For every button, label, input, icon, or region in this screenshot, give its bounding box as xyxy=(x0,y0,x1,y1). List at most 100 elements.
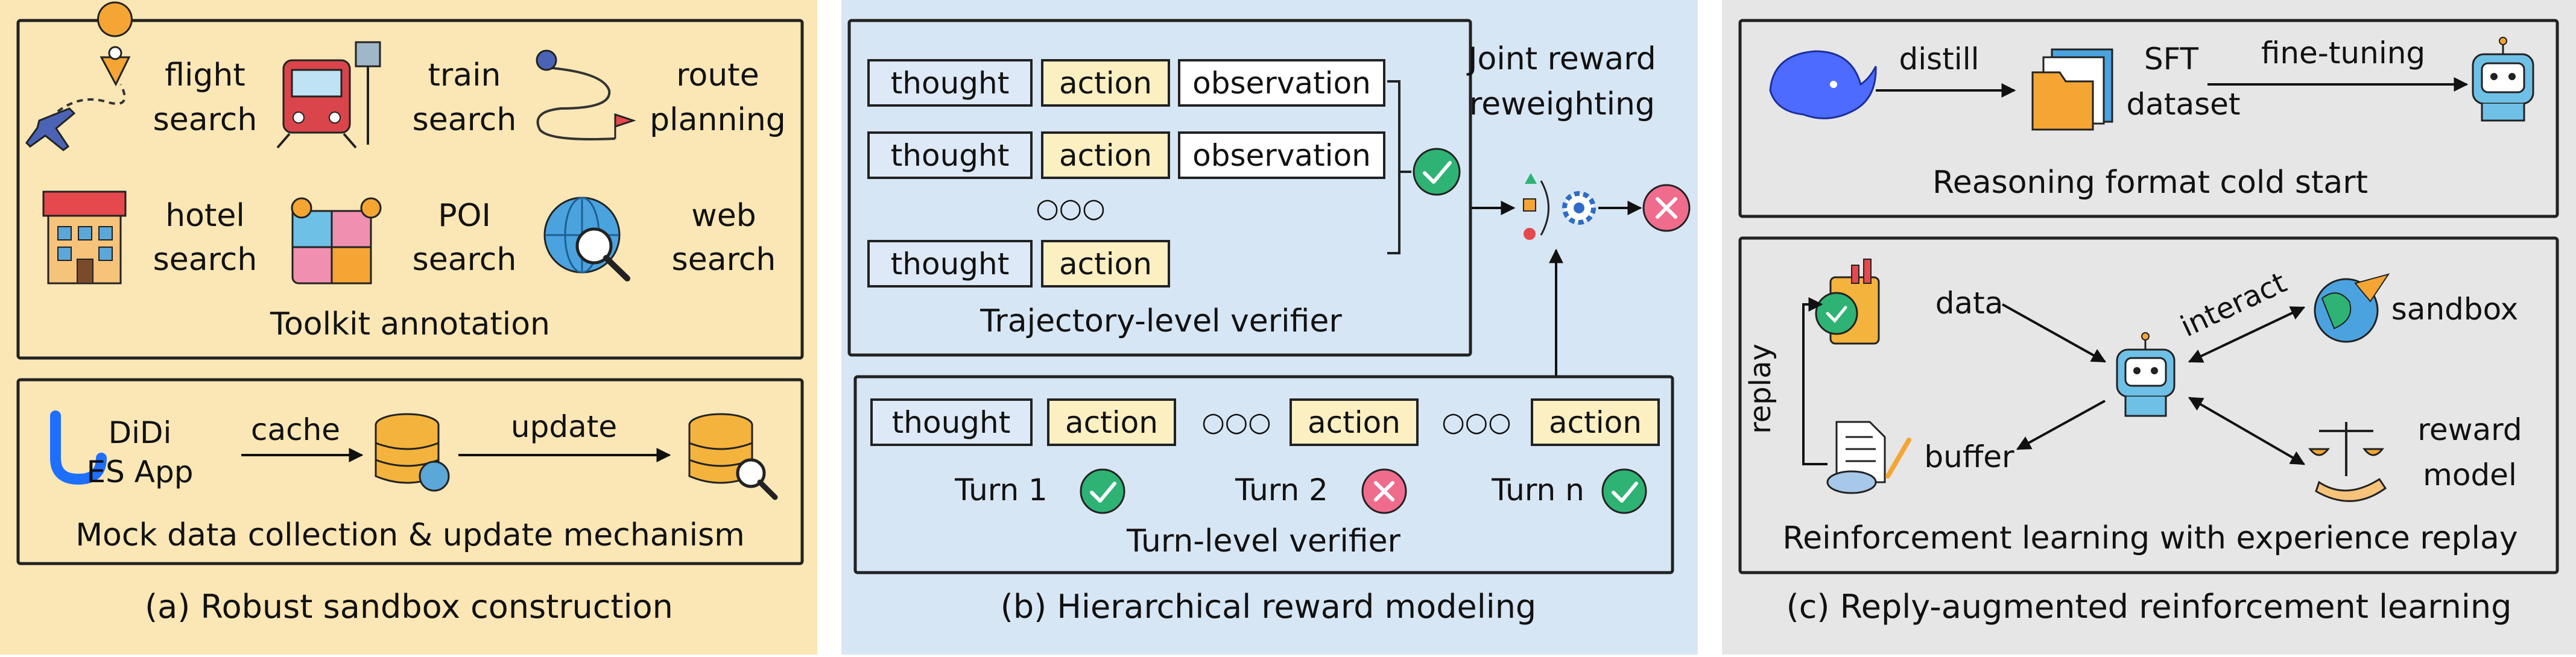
joint-reward-line2: reweighting xyxy=(1469,86,1655,122)
finetune-label: fine-tuning xyxy=(2261,36,2425,71)
tool-6-line2: search xyxy=(672,242,776,278)
panel-c-caption: (c) Reply-augmented reinforcement learni… xyxy=(1786,588,2512,626)
reward-model-line2: model xyxy=(2423,457,2517,492)
folder-dataset-icon xyxy=(2031,48,2113,131)
app-name-line2: ES App xyxy=(87,454,194,489)
trajectory-row2-action: action xyxy=(1059,138,1152,173)
mock-data-box xyxy=(16,378,804,565)
data-label: data xyxy=(1935,286,2004,321)
joint-reward-line1: Joint reward xyxy=(1466,41,1656,77)
trajectory-row2-action-box xyxy=(1041,131,1170,179)
tool-4-line1: hotel xyxy=(165,198,245,234)
turn-thought-box xyxy=(870,398,1033,446)
joint-cross-icon xyxy=(1642,184,1691,232)
trajectory-row2-observation-box xyxy=(1178,131,1385,179)
poi-map-icon xyxy=(291,197,382,284)
trajectory-row1-action-box xyxy=(1041,59,1170,107)
panel-b-caption: (b) Hierarchical reward modeling xyxy=(1001,588,1536,626)
rl-box xyxy=(1738,236,2559,574)
trajectory-row3-action-box xyxy=(1041,240,1170,288)
agent-reward-arrow xyxy=(2188,397,2306,465)
hotel-icon xyxy=(42,190,127,284)
panel-a-caption: (a) Robust sandbox construction xyxy=(145,588,673,626)
rl-agent-robot-icon xyxy=(2116,332,2176,417)
panel-a-background xyxy=(0,0,817,655)
sandbox-label: sandbox xyxy=(2391,292,2519,327)
cache-label: cache xyxy=(251,412,340,447)
agent-to-buffer-arrow xyxy=(2016,400,2106,450)
turn2-action: action xyxy=(1308,405,1400,440)
replay-label: replay xyxy=(1744,344,1777,434)
panel-a: flight search train search route plannin… xyxy=(0,0,817,655)
turn-ellipsis-1: ○○○ xyxy=(1201,407,1271,438)
trajectory-row3-action: action xyxy=(1059,247,1152,281)
turnn-action: action xyxy=(1549,405,1642,440)
deepseek-whale-icon xyxy=(1769,50,1877,119)
turn1-action-box xyxy=(1047,398,1176,446)
trajectory-row2-thought-box xyxy=(867,131,1033,179)
turn-2-cross-icon xyxy=(1361,468,1407,514)
turn2-action-box xyxy=(1290,398,1419,446)
turn-n-label: Turn n xyxy=(1491,473,1584,508)
turn-2-label: Turn 2 xyxy=(1235,473,1328,508)
trajectory-verifier-box xyxy=(847,19,1472,357)
tool-3-line2: planning xyxy=(650,102,786,138)
distill-label: distill xyxy=(1899,42,1979,77)
trajectory-row1-action: action xyxy=(1059,66,1152,101)
sft-line2: dataset xyxy=(2126,87,2240,122)
joint-reweighting-icon xyxy=(1523,173,1596,240)
toolkit-title: Toolkit annotation xyxy=(270,306,550,342)
update-label: update xyxy=(511,409,617,444)
cache-database-icon xyxy=(375,413,450,492)
turn-verifier-title: Turn-level verifier xyxy=(1126,523,1401,559)
tool-2-line2: search xyxy=(413,102,517,138)
agent-sandbox-arrow xyxy=(2188,306,2306,363)
buffer-label: buffer xyxy=(1924,439,2014,474)
turn-1-check-icon xyxy=(1080,468,1125,514)
sandbox-globe-icon xyxy=(2314,273,2390,343)
train-icon xyxy=(276,41,381,149)
trajectory-row3-thought: thought xyxy=(891,247,1010,281)
sft-line1: SFT xyxy=(2144,42,2199,77)
mock-data-title: Mock data collection & update mechanism xyxy=(75,517,745,553)
turn-n-check-icon xyxy=(1601,468,1647,514)
flight-search-icon xyxy=(25,1,133,151)
trajectory-check-icon xyxy=(1413,148,1461,196)
tool-1-line1: flight xyxy=(165,57,245,93)
reward-model-line1: reward xyxy=(2417,412,2522,447)
tool-2-line1: train xyxy=(428,57,501,93)
tool-6-line1: web xyxy=(691,198,756,234)
tool-5-line2: search xyxy=(413,242,517,278)
data-certificate-icon xyxy=(1815,259,1880,345)
replay-arrow xyxy=(1802,297,1828,465)
trajectory-ellipsis: ○○○ xyxy=(1036,193,1105,224)
buffer-document-icon xyxy=(1826,421,1911,494)
trajectory-row1-observation: observation xyxy=(1192,66,1371,101)
turnn-action-box xyxy=(1531,398,1660,446)
app-name-line1: DiDi xyxy=(109,415,172,450)
tool-5-line1: POI xyxy=(438,198,491,234)
trajectory-row1-thought: thought xyxy=(891,66,1010,101)
turn-ellipsis-2: ○○○ xyxy=(1441,407,1511,438)
tool-4-line2: search xyxy=(153,242,258,278)
panel-c: distill SFT dataset fine-tuning Reasonin… xyxy=(1722,0,2576,655)
turn-1-label: Turn 1 xyxy=(954,473,1048,508)
web-search-icon xyxy=(543,196,630,281)
toolkit-box xyxy=(16,19,804,360)
reward-scale-icon xyxy=(2308,422,2387,502)
trajectory-verifier-title: Trajectory-level verifier xyxy=(979,303,1342,339)
trajectory-row1-thought-box xyxy=(867,59,1033,107)
database-search-icon xyxy=(688,413,778,500)
route-planning-icon xyxy=(536,49,636,140)
cold-start-box xyxy=(1738,19,2559,218)
turn-verifier-box xyxy=(853,375,1674,574)
robot-agent-icon xyxy=(2472,37,2534,122)
panel-b: thought action observation thought actio… xyxy=(841,0,1698,655)
didi-logo-icon xyxy=(50,410,107,485)
data-to-agent-arrow xyxy=(2002,303,2107,363)
trajectory-row2-observation: observation xyxy=(1192,138,1371,173)
trajectory-bracket xyxy=(1387,80,1400,254)
trajectory-row2-thought: thought xyxy=(891,138,1010,173)
tool-1-line2: search xyxy=(153,102,258,138)
